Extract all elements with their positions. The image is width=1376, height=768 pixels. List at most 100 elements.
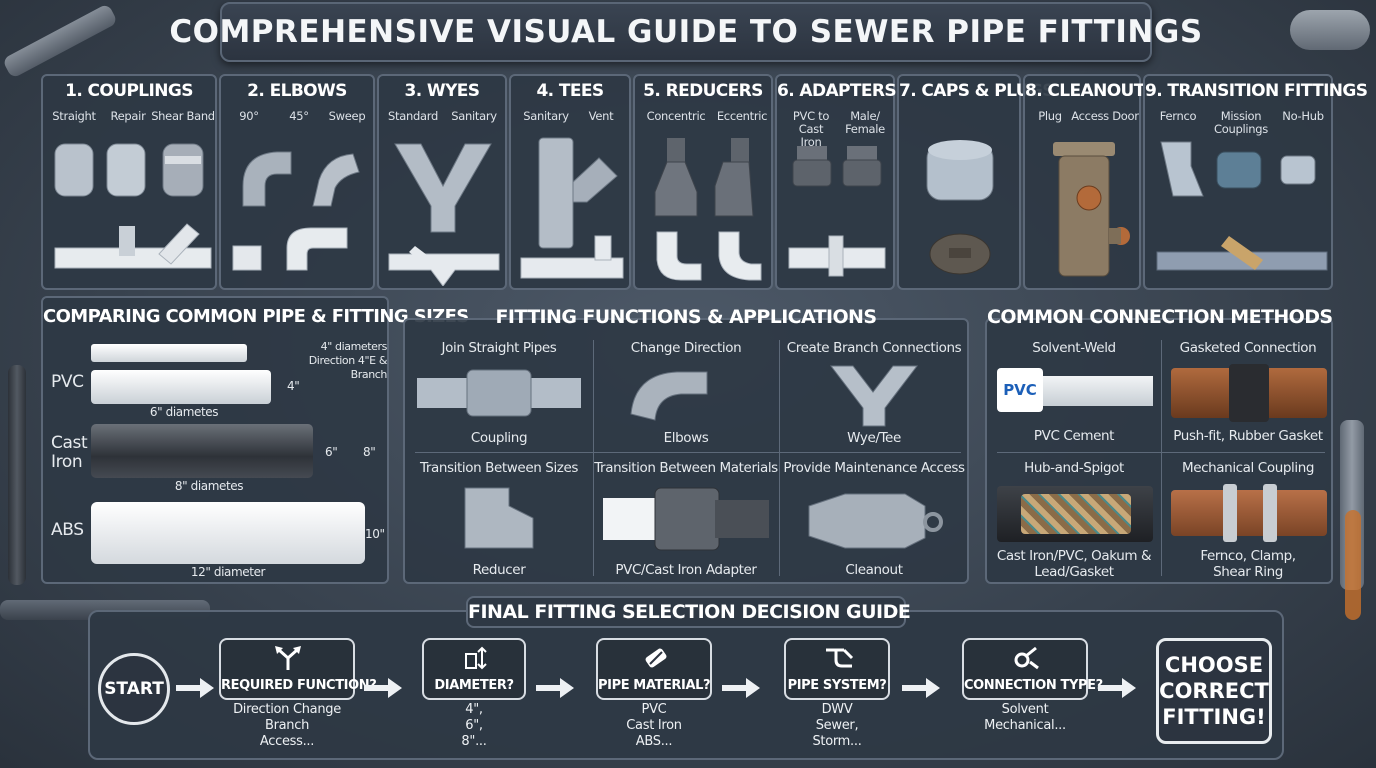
clamp-band bbox=[1263, 484, 1277, 542]
start-label: START bbox=[104, 679, 164, 699]
gasketed-illustration bbox=[1171, 364, 1327, 422]
category-title: 7. CAPS & PLUGS bbox=[899, 81, 1055, 101]
step-options: 4", 6", 8"... bbox=[422, 702, 526, 750]
background-pipe-top-left bbox=[1, 3, 119, 79]
pvc-pipe bbox=[91, 370, 271, 404]
function-heading: Provide Maintenance Access bbox=[783, 460, 965, 476]
category-title: 8. CLEANOUTS bbox=[1025, 81, 1157, 101]
sizes-note: 4" diameters Direction 4"E & Branch bbox=[308, 340, 388, 381]
category-wyes: 3. WYES Standard Sanitary bbox=[377, 74, 507, 290]
category-elbows: 2. ELBOWS 90° 45° Sweep bbox=[219, 74, 375, 290]
divider bbox=[779, 340, 780, 576]
step-option: Solvent bbox=[1001, 702, 1049, 717]
pipe-label: Cast Iron bbox=[51, 433, 88, 472]
category-adapters: 6. ADAPTERS PVC to Cast Iron Male/ Femal… bbox=[775, 74, 897, 290]
choose-fitting-box: CHOOSE CORRECT FITTING! bbox=[1156, 638, 1272, 744]
step-question: DIAMETER? bbox=[434, 678, 514, 693]
oakum-packing bbox=[1021, 494, 1131, 534]
sub-label: Fernco bbox=[1159, 109, 1197, 123]
connection-caption: Cast Iron/PVC, Oakum & Lead/Gasket bbox=[996, 548, 1152, 580]
category-tees: 4. TEES Sanitary Vent bbox=[509, 74, 631, 290]
flow-arrow-icon bbox=[722, 678, 760, 698]
step-question: CONNECTION TYPE? bbox=[964, 678, 1103, 693]
sizes-panel: COMPARING COMMON PIPE & FITTING SIZES 4"… bbox=[41, 296, 469, 584]
connection-caption: PVC Cement bbox=[1033, 428, 1115, 444]
functions-panel: FITTING FUNCTIONS & APPLICATIONS Join St… bbox=[403, 306, 969, 584]
sub-label: 90° bbox=[239, 109, 259, 123]
sub-label: Male/ Female bbox=[845, 109, 885, 136]
decision-title: FINAL FITTING SELECTION DECISION GUIDE bbox=[468, 601, 911, 623]
sub-label: No-Hub bbox=[1282, 109, 1324, 123]
connections-panel: COMMON CONNECTION METHODS Solvent-Weld P… bbox=[985, 306, 1333, 584]
reducer-illustration bbox=[464, 487, 534, 549]
function-caption: Cleanout bbox=[845, 562, 903, 578]
connection-caption: Fernco, Clamp, Shear Ring bbox=[1200, 548, 1296, 580]
sub-label: Standard bbox=[388, 109, 438, 123]
sub-label: Vent bbox=[588, 109, 614, 123]
step-options: Direction Change Branch Access... bbox=[219, 702, 355, 750]
functions-title: FITTING FUNCTIONS & APPLICATIONS bbox=[495, 306, 877, 328]
step-option: Cast Iron bbox=[626, 718, 682, 733]
transition-fittings-illustration bbox=[1156, 141, 1328, 271]
category-title: 1. COUPLINGS bbox=[65, 81, 193, 101]
caps-plugs-illustration bbox=[926, 140, 994, 275]
reducers-illustration bbox=[654, 138, 762, 281]
divider bbox=[593, 340, 594, 576]
function-caption: Elbows bbox=[663, 430, 709, 446]
wyes-illustration bbox=[388, 143, 500, 286]
pipe-dimension: 6" diametes bbox=[149, 405, 219, 419]
background-wrench-icon bbox=[1345, 510, 1361, 620]
function-caption: Coupling bbox=[470, 430, 528, 446]
pipe-side-dimension: 6" bbox=[325, 445, 338, 459]
step-options: PVC Cast Iron ABS... bbox=[596, 702, 712, 750]
pipe-dimension: 8" diametes bbox=[174, 479, 244, 493]
step-option: Branch bbox=[264, 718, 310, 733]
page-title: Comprehensive Visual Guide to Sewer Pipe… bbox=[169, 14, 1203, 50]
pipe-dimension: 12" diameter bbox=[190, 565, 266, 579]
step-option: Storm... bbox=[812, 734, 862, 749]
category-title: 5. REDUCERS bbox=[643, 81, 763, 101]
tees-illustration bbox=[520, 137, 624, 279]
step-option: ABS... bbox=[635, 734, 673, 749]
step-option: 4", bbox=[465, 702, 483, 717]
connection-heading: Solvent-Weld bbox=[1032, 340, 1116, 356]
step-question: PIPE SYSTEM? bbox=[787, 678, 887, 693]
sub-label: Straight bbox=[52, 109, 96, 123]
clamp-band bbox=[1223, 484, 1237, 542]
flow-arrow-icon bbox=[902, 678, 940, 698]
sub-label: Sweep bbox=[328, 109, 366, 123]
connection-heading: Hub-and-Spigot bbox=[1024, 460, 1124, 476]
decision-title-tab: FINAL FITTING SELECTION DECISION GUIDE bbox=[466, 596, 911, 628]
step-connection-type: CONNECTION TYPE? bbox=[962, 638, 1103, 700]
sub-label: Sanitary bbox=[523, 109, 569, 123]
flow-arrow-icon bbox=[176, 678, 214, 698]
connection-icon bbox=[1014, 646, 1039, 670]
step-pipe-material: PIPE MATERIAL? bbox=[596, 638, 712, 700]
pipe-side-dimension: 8" bbox=[363, 445, 376, 459]
diameter-icon bbox=[465, 646, 487, 670]
step-option: Access... bbox=[259, 734, 315, 749]
cleanout-illustration bbox=[808, 493, 943, 549]
sub-label: Shear Band bbox=[151, 109, 215, 123]
divider bbox=[997, 452, 1325, 453]
abs-pipe bbox=[91, 502, 365, 564]
step-options: Solvent Mechanical... bbox=[962, 702, 1088, 734]
function-heading: Create Branch Connections bbox=[786, 340, 962, 356]
background-pipe-top-right bbox=[1290, 10, 1370, 50]
connection-heading: Mechanical Coupling bbox=[1181, 460, 1315, 476]
category-transition-fittings: 9. TRANSITION FITTINGS Fernco Mission Co… bbox=[1143, 74, 1368, 290]
step-option: PVC bbox=[641, 702, 667, 717]
function-caption: Reducer bbox=[472, 562, 526, 578]
function-heading: Transition Between Sizes bbox=[419, 460, 579, 476]
coupling-illustration bbox=[417, 369, 581, 417]
divider bbox=[415, 452, 961, 453]
connections-title: COMMON CONNECTION METHODS bbox=[987, 306, 1333, 328]
sub-label: Sanitary bbox=[451, 109, 497, 123]
sub-label: Repair bbox=[110, 109, 146, 123]
step-question: REQUIRED FUNCTION? bbox=[221, 678, 377, 693]
step-option: 6", bbox=[465, 718, 483, 733]
couplings-illustration bbox=[54, 143, 212, 269]
cleanouts-illustration bbox=[1053, 142, 1130, 277]
adapter-illustration bbox=[603, 487, 769, 551]
function-caption: Wye/Tee bbox=[847, 430, 901, 446]
